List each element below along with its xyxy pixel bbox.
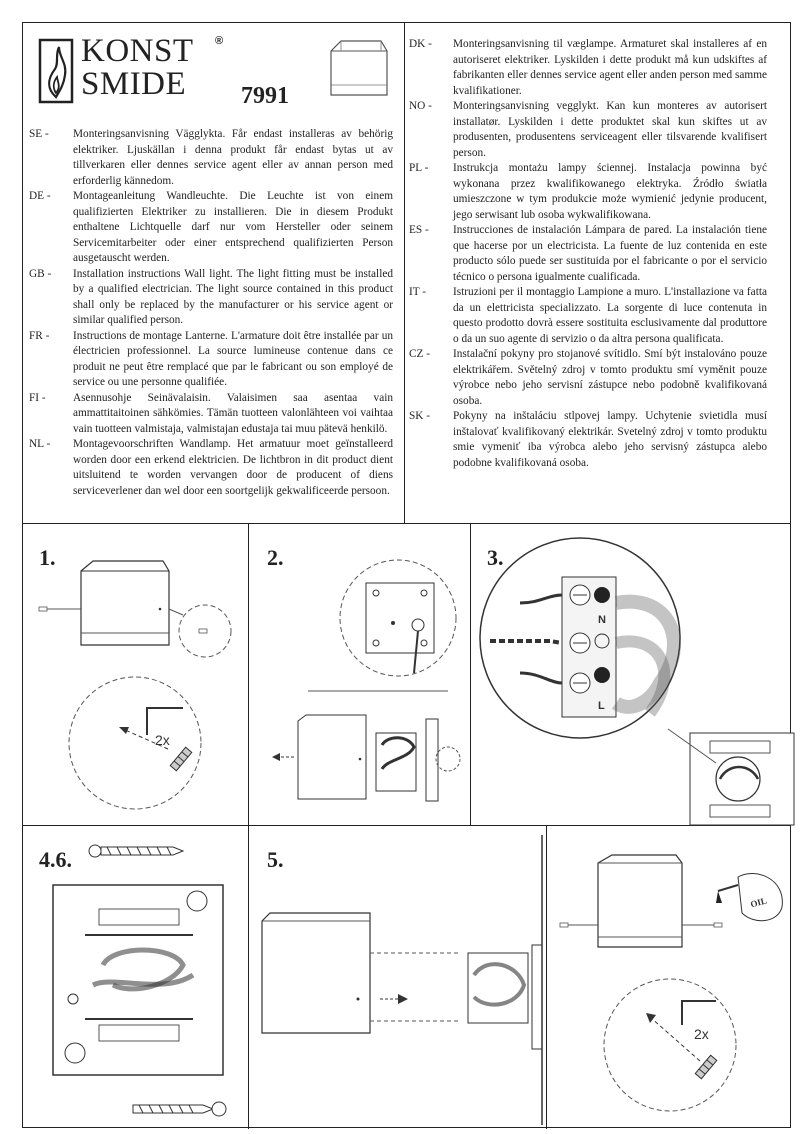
step-5-diagram [261, 835, 543, 1125]
header-divider [404, 23, 405, 523]
diagram-col-divider-1 [248, 523, 249, 825]
step-2-diagram [272, 559, 461, 802]
instruction-no: NO -Monteringsanvisning vegglykt. Kan ku… [409, 100, 767, 159]
instruction-sk: SK -Pokyny na inštaláciu stlpovej lampy.… [409, 410, 767, 469]
instruction-es: ES -Instrucciones de instalación Lámpara… [409, 224, 767, 283]
step-2-label: 2. [267, 545, 284, 570]
brand-logo: KONST SMIDE ® [37, 33, 227, 117]
step-4-6-label: 4.6. [39, 847, 72, 872]
step-1-count: 2x [155, 732, 170, 748]
instruction-de: DE -Montageanleitung Wandleuchte. Die Le… [29, 190, 393, 264]
registered-mark: ® [215, 35, 224, 47]
step-6-diagram: OIL 2x [559, 854, 783, 1112]
instruction-cz: CZ -Instalační pokyny pro stojanové svít… [409, 348, 767, 407]
diagram-col-divider-2 [470, 523, 471, 825]
terminal-l-mark: L [598, 700, 605, 712]
step-1-label: 1. [39, 545, 56, 570]
flame-logo-icon [38, 38, 74, 104]
step-3-label: 3. [487, 545, 504, 570]
instruction-it: IT -Istruzioni per il montaggio Lampione… [409, 286, 767, 345]
article-number: 7991 [241, 83, 289, 109]
diagram-row-divider [23, 825, 790, 826]
instructions-left-column: SE -Monteringsanvisning Vägglykta. Får e… [29, 127, 393, 499]
instructions-right-column: DK -Monteringsanvisning til væglampe. Ar… [409, 37, 767, 471]
instruction-sheet: KONST SMIDE ® 7991 SE -Monteringsanvisni… [22, 22, 795, 1129]
step-5-label: 5. [267, 847, 284, 872]
oil-can-icon: OIL [716, 873, 783, 922]
instruction-dk: DK -Monteringsanvisning til væglampe. Ar… [409, 38, 767, 97]
step-3-diagram: N L [479, 537, 795, 826]
step-1-diagram: 2x [38, 560, 232, 810]
top-screw-icon [88, 844, 185, 858]
diagram-col-divider-4 [546, 825, 547, 1129]
instruction-fi: FI -Asennusohje Seinävalaisin. Valaisime… [29, 391, 393, 435]
oil-label: OIL [749, 895, 768, 909]
terminal-n-mark: N [598, 614, 606, 626]
text-diagram-divider [23, 523, 790, 524]
instruction-gb: GB -Installation instructions Wall light… [29, 267, 393, 327]
step-6-count: 2x [694, 1026, 709, 1042]
instruction-nl: NL -Montagevoorschriften Wandlamp. Het a… [29, 438, 393, 497]
step-4-6-diagram [52, 844, 227, 1117]
brand-line-2: SMIDE [81, 66, 187, 102]
product-thumbnail-icon [330, 40, 388, 96]
bottom-screw-icon [132, 1101, 227, 1117]
instruction-pl: PL -Instrukcja montażu lampy ściennej. I… [409, 162, 767, 221]
instruction-fr: FR -Instructions de montage Lanterne. L'… [29, 329, 393, 389]
diagram-col-divider-3 [248, 825, 249, 1129]
instruction-se: SE -Monteringsanvisning Vägglykta. Får e… [29, 128, 393, 187]
brand-line-1: KONST [81, 33, 194, 69]
